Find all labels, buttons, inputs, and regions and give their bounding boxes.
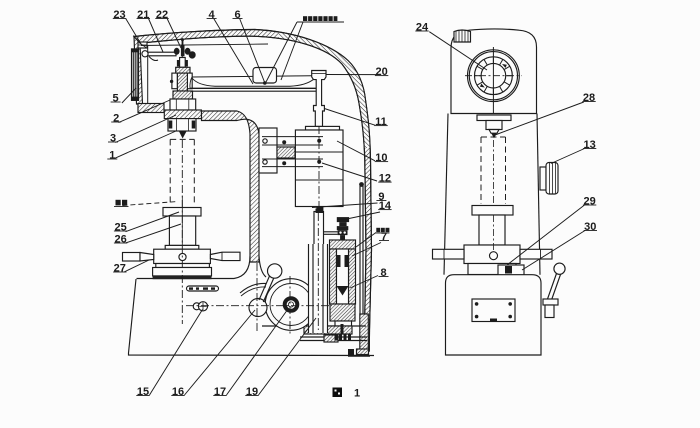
svg-text:24: 24: [416, 22, 429, 34]
svg-text:14: 14: [379, 200, 392, 212]
svg-text:8: 8: [380, 267, 386, 279]
svg-text:28: 28: [583, 92, 595, 104]
svg-text:17: 17: [214, 386, 226, 398]
svg-text:2: 2: [113, 113, 119, 125]
svg-text:20: 20: [375, 66, 387, 78]
svg-text:6: 6: [234, 9, 240, 21]
svg-text:7: 7: [381, 231, 387, 243]
svg-text:11: 11: [375, 116, 387, 128]
svg-text:3: 3: [110, 133, 116, 145]
svg-text:13: 13: [583, 139, 595, 151]
svg-text:1: 1: [109, 150, 115, 162]
svg-text:12: 12: [379, 173, 391, 185]
svg-text:15: 15: [137, 386, 149, 398]
svg-text:22: 22: [156, 9, 168, 21]
svg-text:10: 10: [375, 152, 387, 164]
svg-text:26: 26: [114, 234, 126, 246]
svg-text:21: 21: [137, 9, 149, 21]
svg-text:30: 30: [584, 221, 596, 233]
svg-text:29: 29: [583, 196, 595, 208]
svg-text:4: 4: [209, 9, 216, 21]
svg-text:25: 25: [114, 222, 126, 234]
svg-text:19: 19: [246, 386, 258, 398]
svg-text:16: 16: [172, 386, 184, 398]
svg-text:5: 5: [113, 93, 119, 105]
svg-text:27: 27: [114, 263, 126, 275]
svg-text:23: 23: [113, 9, 125, 21]
svg-text:1: 1: [354, 388, 360, 400]
svg-text:9: 9: [378, 191, 384, 203]
